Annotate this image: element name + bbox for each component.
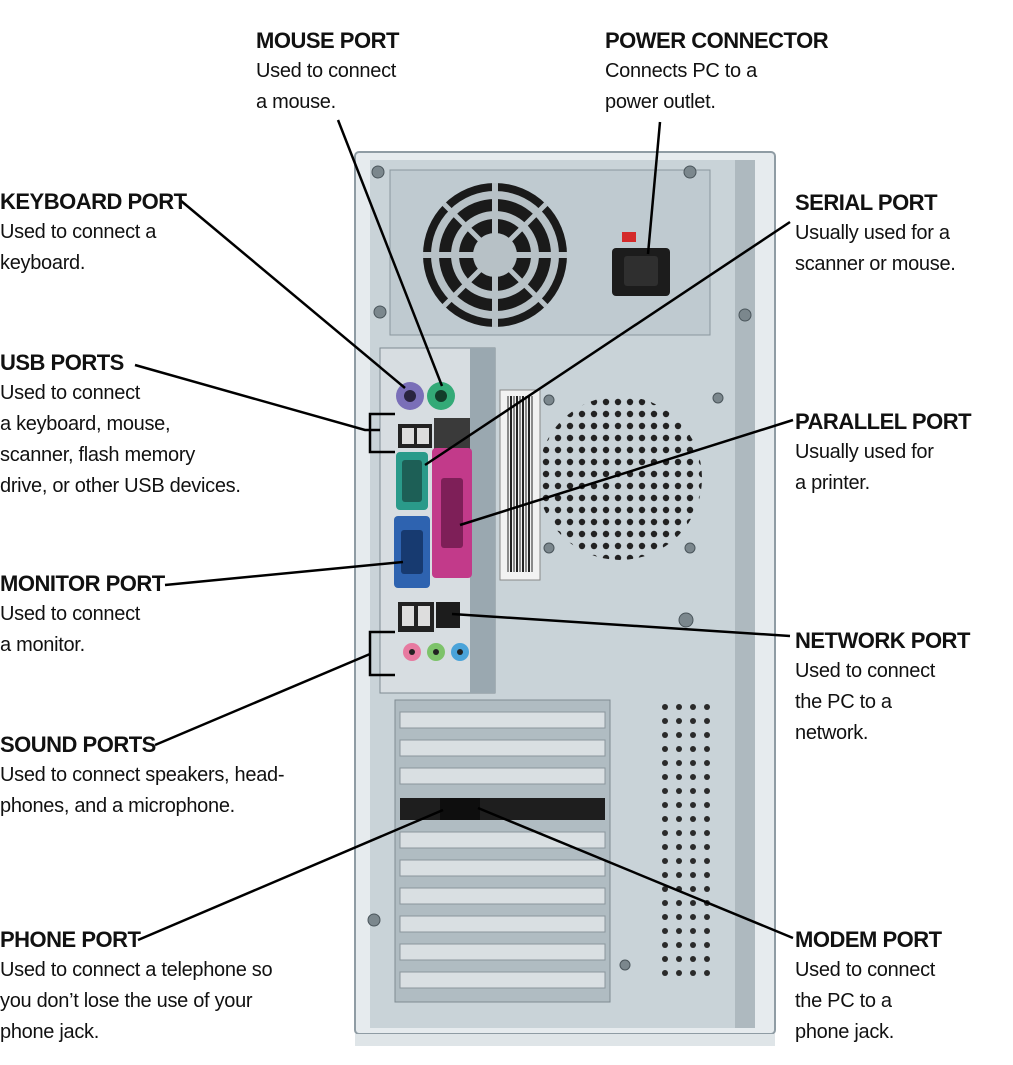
monitor-port-desc-1: Used to connect (0, 603, 141, 625)
label-serial-port: SERIAL PORT Usually used for a scanner o… (795, 188, 956, 280)
monitor-leader (164, 560, 404, 587)
serial-port-desc-1: Usually used for a (795, 222, 950, 244)
label-keyboard-port: KEYBOARD PORT Used to connect a keyboard… (0, 187, 187, 279)
power-connector-desc-1: Connects PC to a (605, 60, 757, 82)
mouse-leader (336, 119, 444, 387)
leader-lines (134, 119, 794, 942)
network-port-desc-3: network. (795, 722, 869, 744)
modem-port-desc-1: Used to connect (795, 959, 936, 981)
label-mouse-port: MOUSE PORT Used to connect a mouse. (256, 26, 399, 118)
usb-bracket (368, 412, 395, 454)
usb-ports-desc-2: a keyboard, mouse, (0, 413, 171, 435)
usb-ports-desc-4: drive, or other USB devices. (0, 475, 241, 497)
label-monitor-port: MONITOR PORT Used to connect a monitor. (0, 569, 165, 661)
phone-leader (137, 808, 444, 942)
keyboard-port-title: KEYBOARD PORT (0, 189, 187, 214)
network-port-title: NETWORK PORT (795, 628, 970, 653)
modem-port-desc-3: phone jack. (795, 1021, 894, 1043)
monitor-port-title: MONITOR PORT (0, 571, 165, 596)
barcode-stripes (506, 396, 534, 572)
label-usb-ports: USB PORTS Used to connect a keyboard, mo… (0, 348, 241, 502)
serial-port-title: SERIAL PORT (795, 190, 938, 215)
parallel-leader (459, 418, 794, 527)
usb-ports-desc-1: Used to connect (0, 382, 141, 404)
modem-port-desc-2: the PC to a (795, 990, 892, 1012)
keyboard-port-desc-1: Used to connect a (0, 221, 157, 243)
monitor-port-desc-2: a monitor. (0, 634, 85, 656)
power-leader (646, 121, 662, 255)
mouse-port-title: MOUSE PORT (256, 28, 399, 53)
sound-ports-desc-2: phones, and a microphone. (0, 795, 235, 817)
network-port-desc-1: Used to connect (795, 660, 936, 682)
sound-leader (154, 652, 371, 747)
power-connector-title: POWER CONNECTOR (605, 28, 829, 53)
modem-leader (477, 806, 794, 940)
usb-ports-title: USB PORTS (0, 350, 124, 375)
parallel-port-desc-1: Usually used for (795, 441, 934, 463)
screws (367, 165, 752, 971)
label-phone-port: PHONE PORT Used to connect a telephone s… (0, 925, 273, 1048)
usb-ports-desc-3: scanner, flash memory (0, 444, 195, 466)
phone-port-desc-2: you don’t lose the use of your (0, 990, 253, 1012)
modem-port-title: MODEM PORT (795, 927, 942, 952)
keyboard-leader (179, 199, 406, 389)
serial-port-desc-2: scanner or mouse. (795, 253, 956, 275)
sound-ports-desc-1: Used to connect speakers, head- (0, 764, 285, 786)
phone-port-title: PHONE PORT (0, 927, 141, 952)
label-parallel-port: PARALLEL PORT Usually used for a printer… (795, 407, 972, 499)
side-vents (655, 700, 715, 980)
parallel-port-desc-2: a printer. (795, 472, 870, 494)
serial-leader (424, 220, 791, 467)
mouse-port-desc-2: a mouse. (256, 91, 336, 113)
mouse-port-desc-1: Used to connect (256, 60, 397, 82)
sound-ports-title: SOUND PORTS (0, 732, 156, 757)
keyboard-port-desc-2: keyboard. (0, 252, 86, 274)
expansion-slots (394, 699, 611, 1003)
usb-leader (134, 363, 380, 432)
network-port-desc-2: the PC to a (795, 691, 892, 713)
label-network-port: NETWORK PORT Used to connect the PC to a… (795, 626, 970, 749)
label-power-connector: POWER CONNECTOR Connects PC to a power o… (605, 26, 829, 118)
fan-grille (538, 396, 702, 560)
label-sound-ports: SOUND PORTS Used to connect speakers, he… (0, 730, 285, 822)
network-leader (451, 612, 791, 638)
phone-port-desc-1: Used to connect a telephone so (0, 959, 273, 981)
sound-bracket (368, 630, 395, 677)
parallel-port-title: PARALLEL PORT (795, 409, 972, 434)
label-modem-port: MODEM PORT Used to connect the PC to a p… (795, 925, 942, 1048)
power-connector-desc-2: power outlet. (605, 91, 716, 113)
phone-port-desc-3: phone jack. (0, 1021, 99, 1043)
power-supply (389, 169, 711, 336)
